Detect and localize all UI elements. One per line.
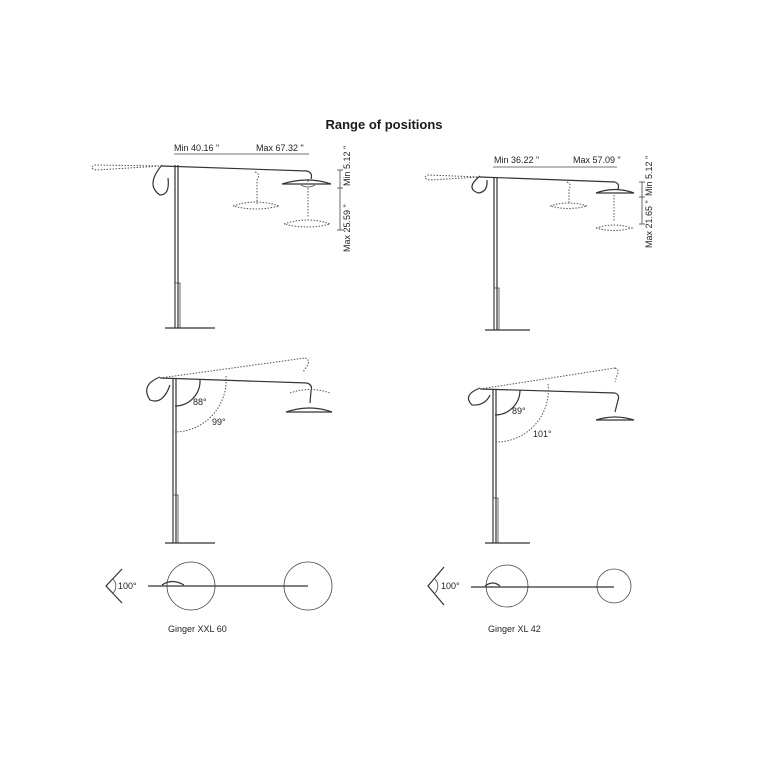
xxl60-max-drop-label: Max 25.59 " [342, 204, 352, 252]
xl42-rotation-angle: 100° [441, 581, 460, 591]
xl42-tilt-diagram: 89° 101° [467, 367, 635, 544]
xl42-top-view: 100° Ginger XL 42 [427, 564, 632, 634]
xl42-min-reach-label: Min 36.22 " [494, 155, 539, 165]
xl42-max-drop-label: Max 21.65 " [644, 200, 654, 248]
page-title: Range of positions [325, 117, 443, 132]
xxl60-tilt-angle-2: 99° [212, 417, 226, 427]
xxl60-tilt-angle-1: 88° [193, 397, 207, 407]
xl42-min-drop-label: Min 5.12 " [644, 156, 654, 196]
xl42-tilt-angle-2: 101° [533, 429, 552, 439]
xxl60-top-view: 100° Ginger XXL 60 [105, 561, 333, 634]
xl42-max-reach-label: Max 57.09 " [573, 155, 621, 165]
xxl60-rotation-angle: 100° [118, 581, 137, 591]
xxl60-max-reach-label: Max 67.32 " [256, 143, 304, 153]
xxl60-min-reach-label: Min 40.16 " [174, 143, 219, 153]
xl42-reach-diagram: Min 36.22 " Max 57.09 " Min 5.12 " Max 2… [424, 155, 654, 331]
xxl60-tilt-diagram: 88° 99° [146, 357, 333, 544]
xl42-model-name: Ginger XL 42 [488, 624, 541, 634]
xxl60-reach-diagram: Min 40.16 " Max 67.32 " Min 5.12 " Max 2… [91, 143, 352, 329]
xxl60-model-name: Ginger XXL 60 [168, 624, 227, 634]
xl42-tilt-angle-1: 89° [512, 406, 526, 416]
xxl60-min-drop-label: Min 5.12 " [342, 146, 352, 186]
